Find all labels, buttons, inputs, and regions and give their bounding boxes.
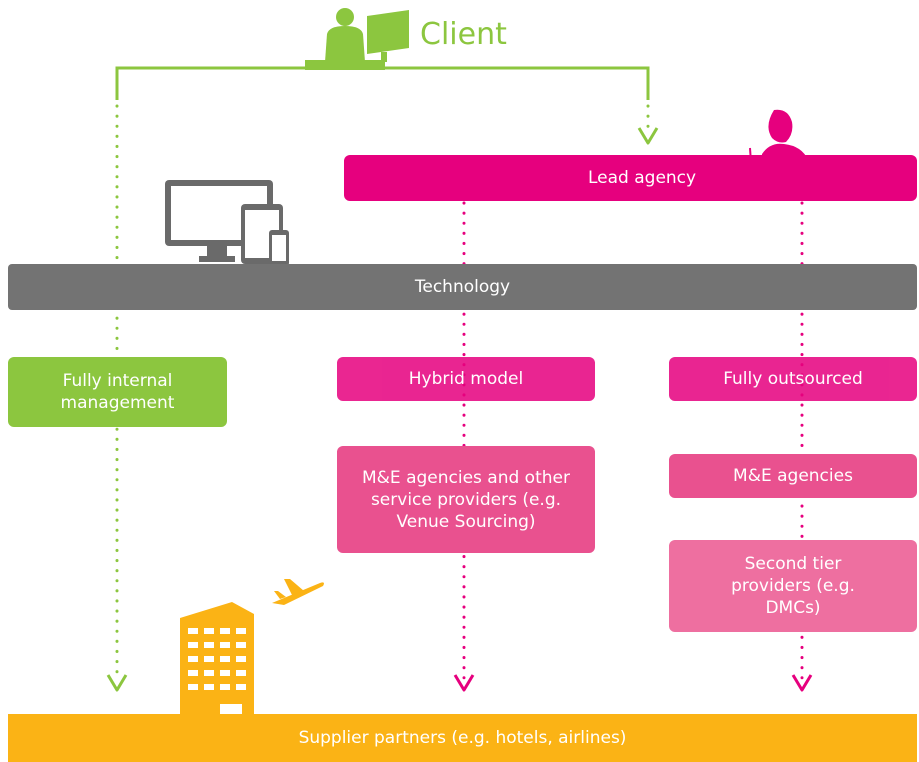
second-tier-label: Second tier providers (e.g. DMCs) [731, 554, 855, 618]
devices-icon [165, 180, 289, 266]
technology-label: Technology [414, 277, 511, 297]
lead-agency-bar: Lead agency [344, 155, 917, 201]
client-label: Client [420, 17, 507, 52]
second-tier-box: Second tier providers (e.g. DMCs) [669, 540, 917, 632]
internal-arrowhead [106, 674, 128, 692]
supplier-partners-bar: Supplier partners (e.g. hotels, airlines… [8, 714, 917, 762]
outsourced-agencies-label: M&E agencies [733, 466, 853, 486]
hybrid-agencies-box: M&E agencies and other service providers… [337, 446, 595, 553]
supplier-partners-label: Supplier partners (e.g. hotels, airlines… [298, 728, 627, 748]
lead-arrowhead [637, 127, 659, 145]
fully-outsourced-box: Fully outsourced [669, 357, 917, 401]
technology-bar: Technology [8, 264, 917, 310]
hybrid-agencies-label: M&E agencies and other service providers… [362, 467, 570, 532]
outsourced-agencies-box: M&E agencies [669, 454, 917, 498]
fully-outsourced-label: Fully outsourced [723, 369, 863, 389]
hybrid-model-label: Hybrid model [408, 369, 524, 389]
lead-agency-label: Lead agency [588, 168, 697, 188]
hotel-building-icon [180, 602, 254, 718]
client-user-computer-icon [305, 8, 409, 70]
hybrid-arrowhead [453, 674, 475, 692]
fully-internal-box: Fully internal management [8, 357, 227, 427]
hybrid-model-box: Hybrid model [337, 357, 595, 401]
fully-internal-label: Fully internal management [60, 371, 175, 413]
outsourced-arrowhead [791, 674, 813, 692]
airplane-icon [272, 579, 324, 605]
